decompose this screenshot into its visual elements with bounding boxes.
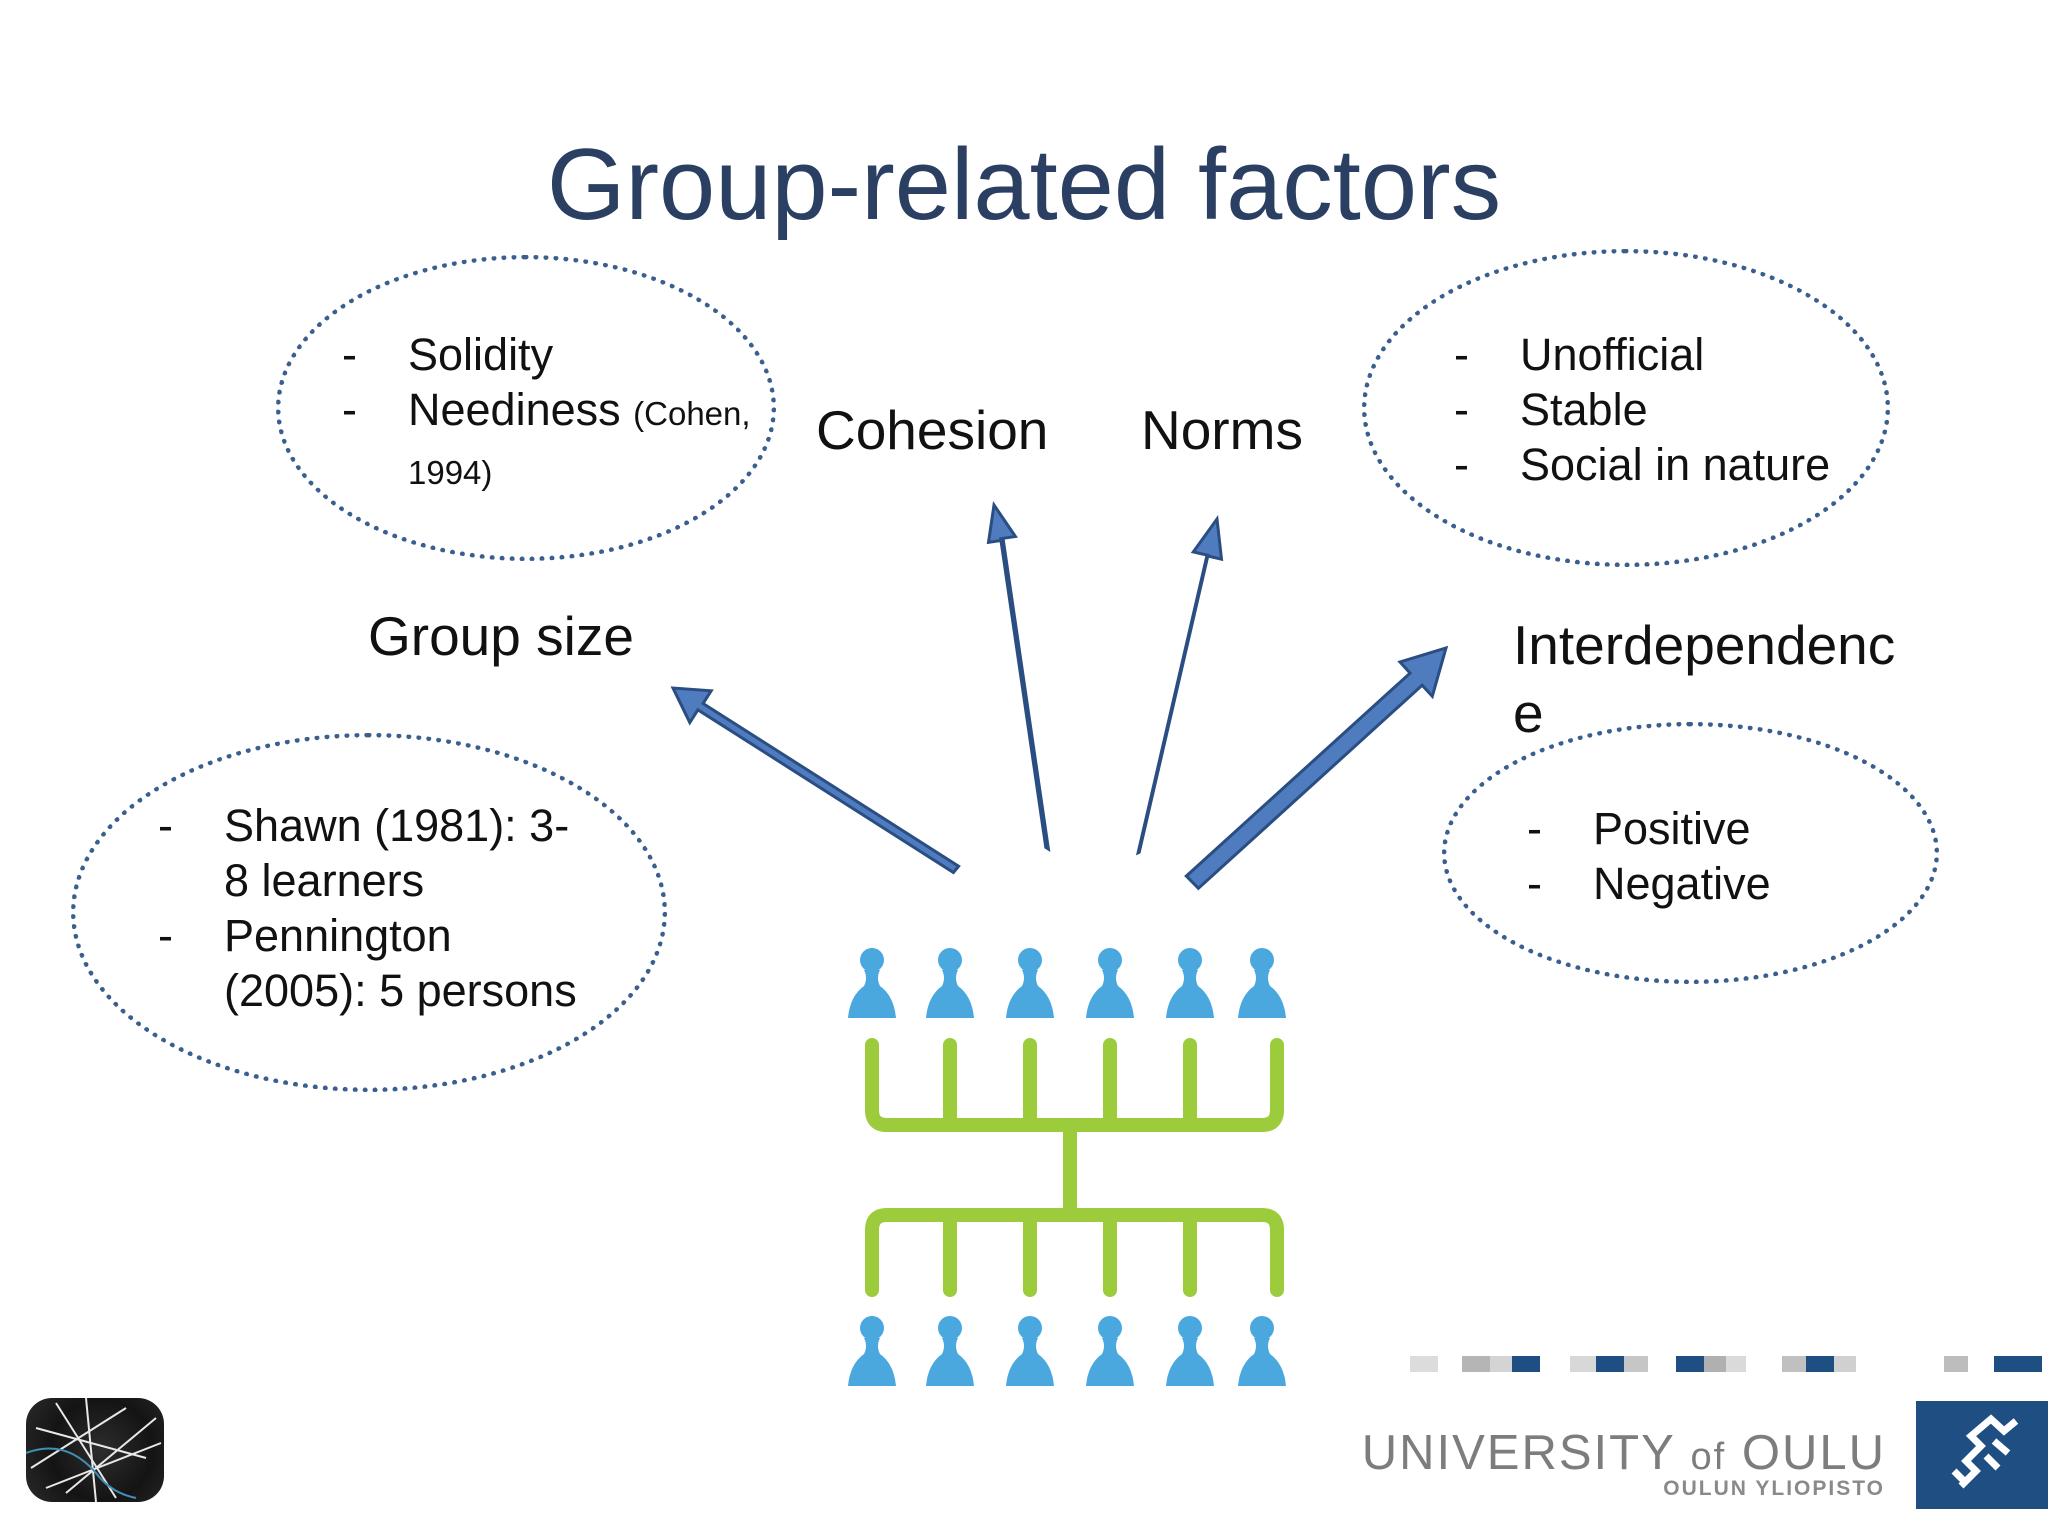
factor-label-group-size: Group size xyxy=(368,605,634,667)
people-top-row xyxy=(848,948,1286,1018)
list-item: -Pennington(2005): 5 persons xyxy=(158,910,577,1016)
cohesion-details-list: -Solidity -Neediness (Cohen,1994) xyxy=(342,327,767,500)
interdependence-details-ellipse xyxy=(1442,722,1939,984)
list-item: -Unofficial xyxy=(1454,329,1705,380)
arrow-to-cohesion xyxy=(986,500,1051,852)
citation: (Cohen, xyxy=(633,395,751,432)
arrow-to-interdependence xyxy=(1184,645,1449,891)
arrows xyxy=(670,500,1449,891)
list-item: -Neediness (Cohen,1994) xyxy=(342,384,751,491)
group-size-details-list: -Shawn (1981): 3-8 learners -Pennington(… xyxy=(158,798,638,1018)
arrow-to-group-size xyxy=(670,686,961,875)
person-icon xyxy=(1166,948,1214,1018)
person-icon xyxy=(848,948,896,1018)
university-emblem-icon xyxy=(1916,1401,2048,1509)
list-item: -Solidity xyxy=(342,329,554,380)
citation-year: 1994) xyxy=(408,454,493,491)
factor-label-interdependence: Interdependenc e xyxy=(1513,614,1896,744)
emblem-mark xyxy=(1951,1414,2019,1489)
person-icon xyxy=(1238,1316,1286,1386)
list-item: -Shawn (1981): 3-8 learners xyxy=(158,800,570,906)
interdependence-details-list: -Positive -Negative xyxy=(1527,801,1907,911)
university-subtitle: OULUN YLIOPISTO xyxy=(1663,1477,1885,1500)
cohesion-details-ellipse xyxy=(276,255,776,561)
people-tree xyxy=(865,1038,1284,1297)
arrow-to-norms xyxy=(1135,514,1224,856)
person-icon xyxy=(1086,1316,1134,1386)
decorative-strip xyxy=(1410,1356,2042,1372)
person-icon xyxy=(1166,1316,1214,1386)
person-icon xyxy=(848,1316,896,1386)
list-item: -Stable xyxy=(1454,384,1648,435)
list-item: -Positive xyxy=(1527,803,1751,854)
slide-title: Group-related factors xyxy=(546,129,1502,241)
norms-details-list: -Unofficial -Stable -Social in nature xyxy=(1454,327,1874,492)
university-name: UNIVERSITY of OULU xyxy=(1361,1426,1886,1480)
person-icon xyxy=(926,1316,974,1386)
list-item: -Social in nature xyxy=(1454,439,1831,490)
person-icon xyxy=(926,948,974,1018)
factor-label-norms: Norms xyxy=(1141,399,1303,461)
person-icon xyxy=(1006,948,1054,1018)
network-logo-icon xyxy=(26,1398,164,1502)
list-item: -Negative xyxy=(1527,858,1771,909)
person-icon xyxy=(1086,948,1134,1018)
factor-label-cohesion: Cohesion xyxy=(816,399,1049,461)
person-icon xyxy=(1238,948,1286,1018)
people-bottom-row xyxy=(848,1316,1286,1386)
group-size-details-ellipse xyxy=(71,733,667,1092)
person-icon xyxy=(1006,1316,1054,1386)
network-lines xyxy=(26,1398,162,1502)
norms-details-ellipse xyxy=(1362,249,1890,567)
